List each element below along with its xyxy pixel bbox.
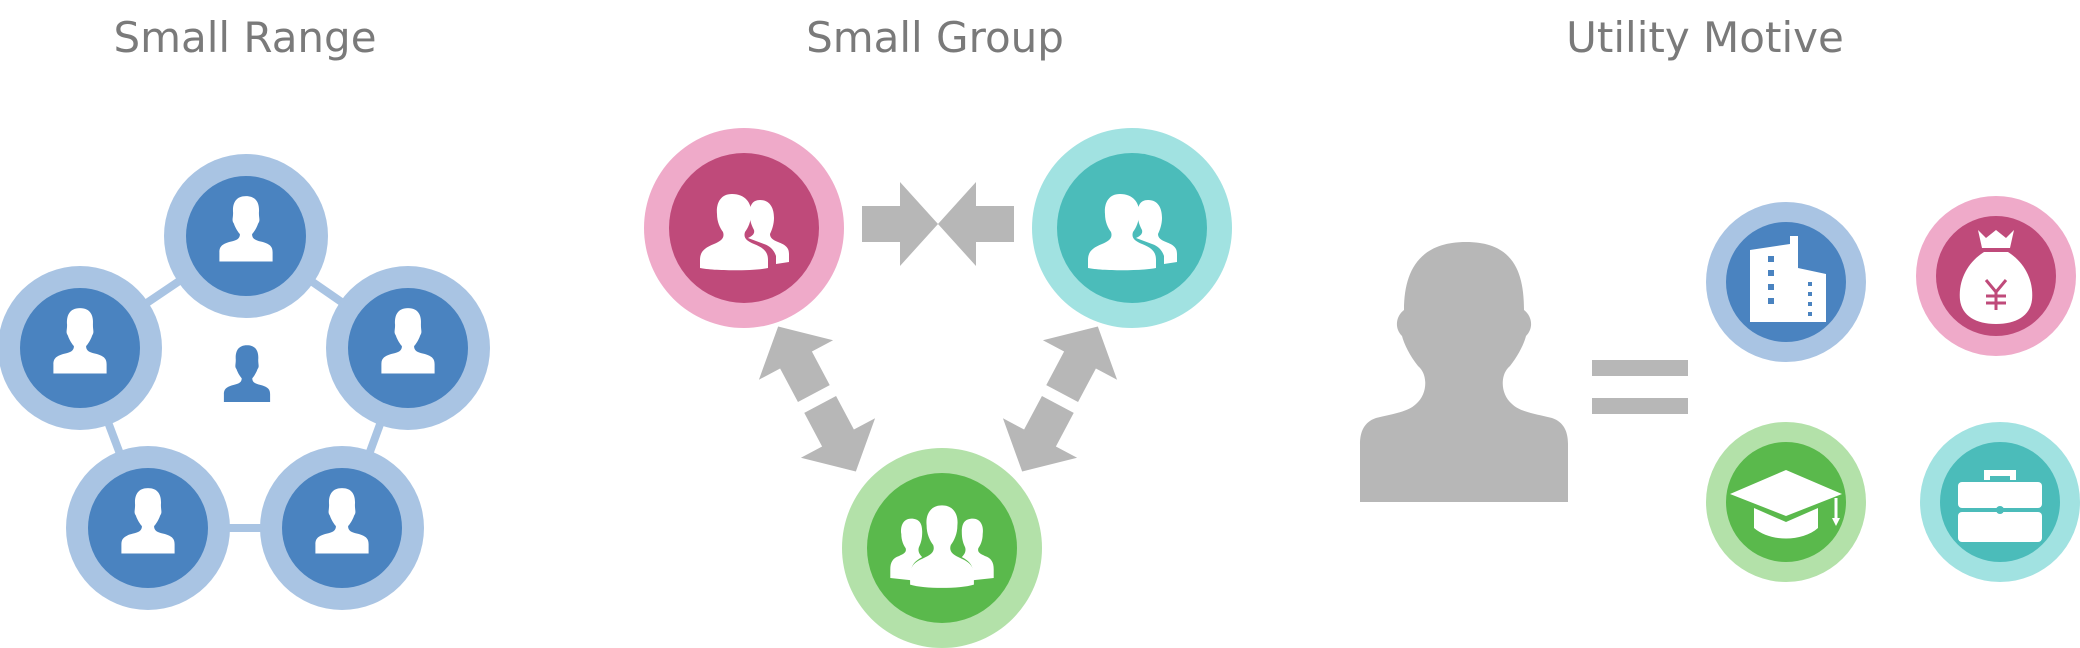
building-icon <box>1750 236 1826 322</box>
section-title-small-range: Small Range <box>113 13 377 62</box>
arrows-pink-green <box>741 306 893 492</box>
section-title-small-group: Small Group <box>806 13 1064 62</box>
member-node-bottom-left <box>66 446 230 610</box>
arrow-left-icon <box>938 182 1014 266</box>
small-range-diagram <box>0 154 490 610</box>
utility-motive-diagram <box>1360 196 2080 582</box>
equals-icon <box>1592 360 1688 414</box>
motive-node-work <box>1920 422 2080 582</box>
member-node-right <box>326 266 490 430</box>
motive-node-money <box>1916 196 2076 356</box>
money-bag-yen-icon <box>1959 230 2033 324</box>
member-node-bottom-right <box>260 446 424 610</box>
group-node-teal <box>1032 128 1232 328</box>
group-node-pink <box>644 128 844 328</box>
briefcase-icon <box>1958 470 2042 542</box>
center-person <box>223 345 271 403</box>
small-group-diagram <box>644 128 1232 648</box>
graduation-cap-icon <box>1730 470 1842 539</box>
motive-node-education <box>1706 422 1866 582</box>
group-node-green <box>842 448 1042 648</box>
arrow-right-icon <box>862 182 938 266</box>
section-title-utility-motive: Utility Motive <box>1566 13 1844 62</box>
motive-node-building <box>1706 202 1866 362</box>
member-node-left <box>0 266 162 430</box>
person-silhouette-icon <box>1360 242 1568 502</box>
arrows-pink-teal <box>862 182 1014 266</box>
member-node-top <box>164 154 328 318</box>
arrows-teal-green <box>985 306 1135 492</box>
